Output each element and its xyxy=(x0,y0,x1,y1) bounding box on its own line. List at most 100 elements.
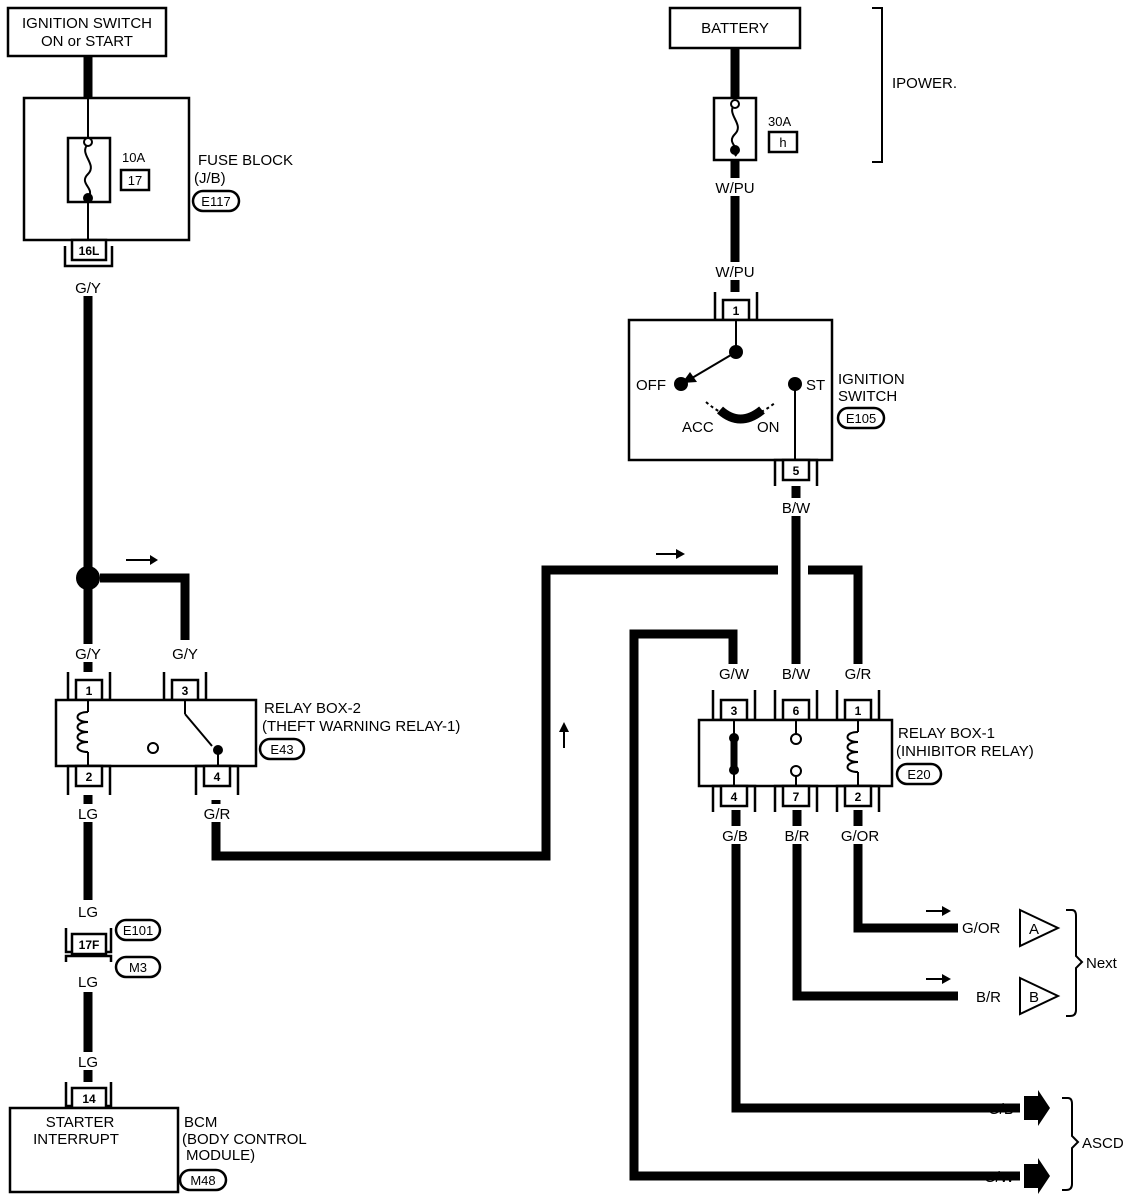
inline-conn-a: E101 xyxy=(123,923,153,938)
flow-arrow-up-head xyxy=(559,722,569,732)
wire-label-gb-rb1: G/B xyxy=(722,828,748,845)
bcm-box xyxy=(8,1106,180,1194)
rb1-pin2: 2 xyxy=(855,790,862,804)
wire-gy-branch xyxy=(100,573,190,640)
inline-conn-b: M3 xyxy=(129,960,147,975)
rb1-pin2-box xyxy=(843,784,873,808)
output-gw-wire: G/W xyxy=(984,1169,1015,1186)
fuse-block-title: FUSE BLOCK xyxy=(198,152,293,169)
fuse-17-top-dot xyxy=(83,137,93,147)
inline-conn-b-oval xyxy=(114,955,162,979)
bcm-title-line3: MODULE) xyxy=(186,1147,255,1164)
power-bracket xyxy=(872,7,883,163)
output-gw-arrow xyxy=(1024,1158,1050,1194)
gy-pin1-label-bg xyxy=(66,644,110,662)
rb1-pin4-box xyxy=(719,784,749,808)
flow-arrow-b-head xyxy=(942,974,951,984)
wire-label-br-rb1: B/R xyxy=(784,828,809,845)
wire-gw-route xyxy=(629,629,1020,1181)
flow-arrow-branch-head xyxy=(150,555,158,565)
ignition-source-box xyxy=(6,6,168,58)
ign-connector-oval xyxy=(836,406,886,430)
bcm-title-line1: BCM xyxy=(184,1114,217,1131)
flow-arrow-top-head xyxy=(676,549,685,559)
br-rb1-label-bg xyxy=(774,826,820,844)
gy-pin3-label-bg xyxy=(163,644,207,662)
gy-fuse-label-bg xyxy=(64,278,112,296)
rb2-pin3: 3 xyxy=(182,684,189,698)
ign-title-line1: IGNITION xyxy=(838,371,905,388)
wire-label-wpu-1: W/PU xyxy=(715,180,754,197)
rb1-pin3: 3 xyxy=(731,704,738,718)
fuse-17-bottom-dot xyxy=(83,193,93,203)
wire-gor-route xyxy=(853,810,958,933)
flow-arrow-a-head xyxy=(942,906,951,916)
output-b-letter: B xyxy=(1029,989,1039,1006)
ign-arc-solid xyxy=(716,406,765,424)
gor-rb1-label-bg xyxy=(834,826,886,844)
ign-title-line2: SWITCH xyxy=(838,388,897,405)
ign-pos-on: ON xyxy=(757,419,780,436)
wire-gr-route xyxy=(211,565,863,861)
rb1-pin7-box xyxy=(781,784,811,808)
gb-rb1-label-bg xyxy=(712,826,758,844)
fuse-17-rating: 10A xyxy=(122,150,145,165)
ign-pos-st: ST xyxy=(806,377,825,394)
bcm-func-line2: INTERRUPT xyxy=(33,1131,119,1148)
ascd-bracket xyxy=(1062,1097,1080,1191)
rb2-title-line2: (THEFT WARNING RELAY-1) xyxy=(262,718,460,735)
wire-label-lg-c: LG xyxy=(78,1054,98,1071)
fuse-17-number: 17 xyxy=(128,173,142,188)
rb1-pin7: 7 xyxy=(793,790,800,804)
output-gb-wire: G/B xyxy=(988,1101,1014,1118)
rb2-nc-contact xyxy=(147,742,159,754)
fuse-17-number-box xyxy=(119,168,151,192)
wire-label-gy-fuse: G/Y xyxy=(75,280,101,297)
battery-fuse-number: h xyxy=(779,135,786,150)
inline-conn-a-oval xyxy=(114,918,162,942)
battery-box xyxy=(668,6,802,50)
fuse-block-connector-oval xyxy=(191,189,241,213)
fuse-block-connector: E117 xyxy=(201,194,230,209)
battery-fuse-number-box xyxy=(767,130,799,154)
rb1-connector-oval xyxy=(895,762,943,786)
ign-arm xyxy=(691,351,737,379)
ignition-switch: 1 OFF ST ACC ON 5 IGNITION SWITCH E105 xyxy=(627,292,905,486)
rb2-title-line1: RELAY BOX-2 xyxy=(264,700,361,717)
output-b-flag xyxy=(1019,976,1061,1016)
output-a-flag xyxy=(1019,908,1061,948)
wire-label-lg-b: LG xyxy=(78,974,98,991)
output-a-wire: G/OR xyxy=(962,920,1001,937)
rb1-open-bottom xyxy=(790,765,802,777)
relay-box-1: 3 6 1 4 7 2 RELAY BOX-1 (INHIBITOR RELA xyxy=(697,690,1034,812)
ign-pos-acc: ACC xyxy=(682,419,714,436)
wire-label-gw-rb1: G/W xyxy=(719,666,750,683)
rb2-coil xyxy=(76,711,89,753)
rb1-pin4: 4 xyxy=(731,790,738,804)
rb2-switch-arm xyxy=(184,713,213,747)
wire-label-gor-rb1: G/OR xyxy=(841,828,880,845)
wire-label-gy-pin3: G/Y xyxy=(172,646,198,663)
gr-rb1-label-bg xyxy=(836,664,880,682)
bcm-title-line2: (BODY CONTROL xyxy=(182,1131,307,1148)
rb2-pin4-box xyxy=(202,764,232,788)
rb1-title-line2: (INHIBITOR RELAY) xyxy=(896,743,1034,760)
fuse-block-terminal-bracket xyxy=(63,246,114,268)
ignition-source-line1: IGNITION SWITCH xyxy=(22,15,152,32)
splice-point xyxy=(76,566,100,590)
ign-connector: E105 xyxy=(846,411,876,426)
wire-label-gr-rb2: G/R xyxy=(204,806,231,823)
output-gb-arrow xyxy=(1024,1090,1050,1126)
lg-c-label-bg xyxy=(68,1052,108,1070)
rb1-pin1: 1 xyxy=(855,704,862,718)
lg-a-label-bg xyxy=(68,902,108,920)
fuse-17-body xyxy=(66,136,112,204)
inline-conn-terminal: 17F xyxy=(79,938,100,952)
wire-gb-route xyxy=(731,810,1020,1113)
lg-rb2-label-bg xyxy=(68,804,108,822)
battery-fuse-top-dot xyxy=(730,99,740,109)
wire-br-route xyxy=(792,810,958,1001)
ign-pin5: 5 xyxy=(793,464,800,478)
wpu-1-label-bg xyxy=(710,178,762,196)
battery-label: BATTERY xyxy=(701,20,769,37)
